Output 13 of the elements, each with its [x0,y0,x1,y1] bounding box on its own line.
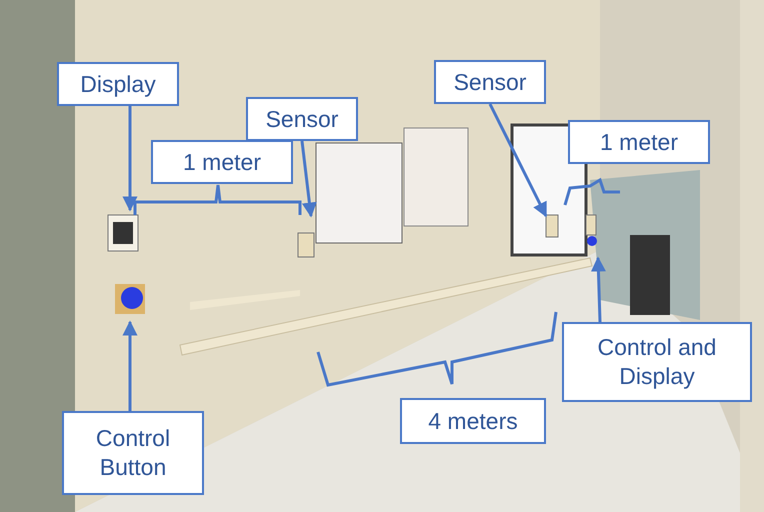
callout-label: Sensor [246,97,358,141]
callout-label: 1 meter [568,120,710,164]
callout-label: Control and Display [562,322,752,402]
callout-label: Control Button [62,411,204,495]
leader-arrow [122,320,138,411]
callout-label: Display [57,62,179,106]
callout-label: Sensor [434,60,546,104]
leader-arrow [488,103,548,218]
callout-label: 4 meters [400,398,546,444]
leader-arrow [122,106,138,212]
leader-arrow [590,256,606,322]
callout-label: 1 meter [151,140,293,184]
leader-arrow [300,140,317,218]
